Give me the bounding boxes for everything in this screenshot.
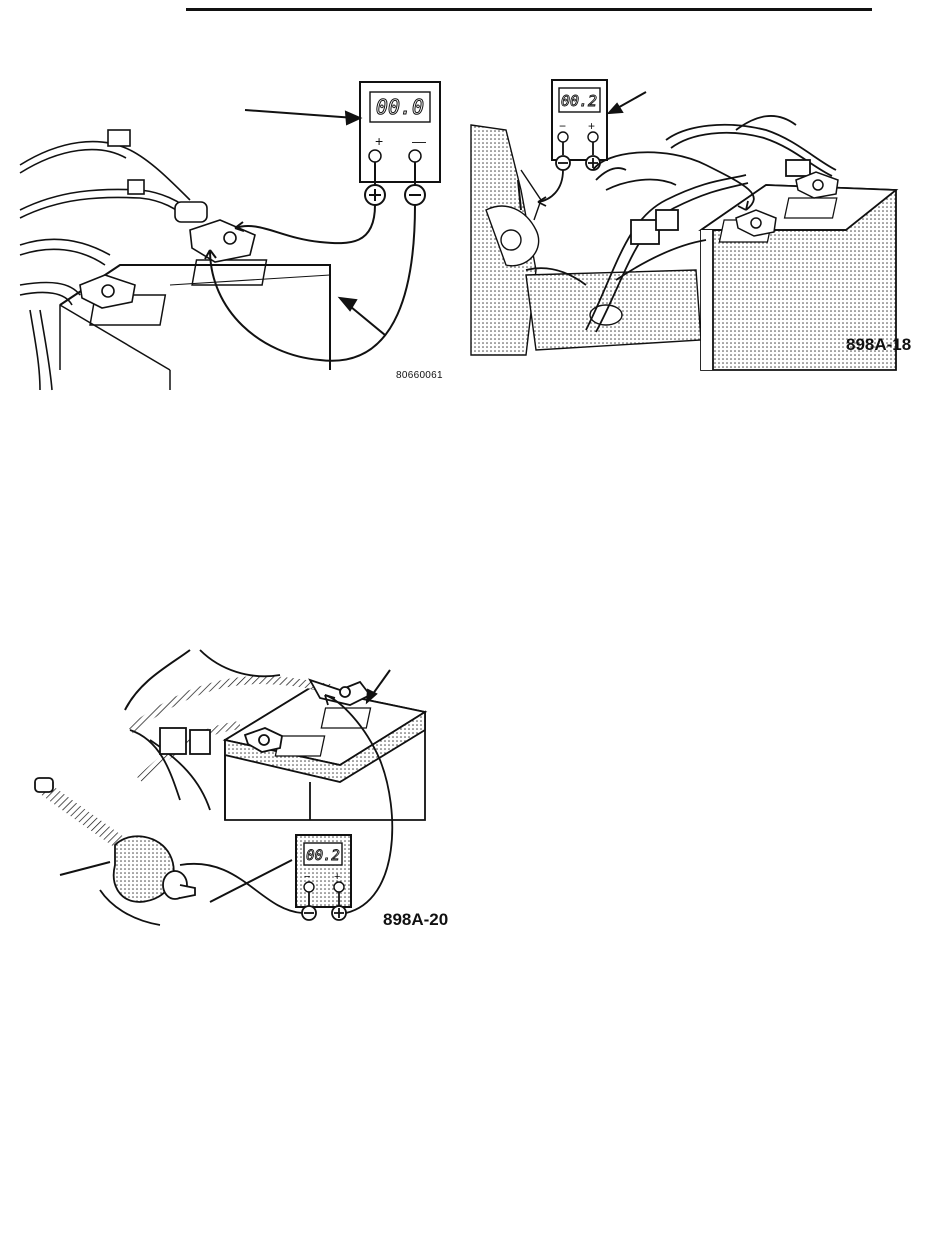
digital-multimeter: 00.2 − + <box>552 80 607 160</box>
meter-negative-mark: − <box>559 119 566 133</box>
figure-starter-feed-test: 00.2 − + <box>20 640 450 940</box>
figure-label: 898A-20 <box>383 910 448 930</box>
figure-label: 80660061 <box>396 370 443 381</box>
callout-arrows <box>609 92 646 113</box>
meter-positive-mark: + <box>375 133 383 149</box>
battery-illustration <box>225 688 425 820</box>
meter-reading: 00.2 <box>561 92 597 110</box>
digital-multimeter: 00.0 + — <box>360 82 440 182</box>
figure-battery-voltage-test: 00.0 + — <box>20 70 450 390</box>
meter-negative-mark: − <box>304 871 310 883</box>
figure-label: 898A-18 <box>846 335 911 355</box>
meter-negative-mark: — <box>412 133 426 149</box>
starter-motor-illustration <box>35 778 195 925</box>
figure-ground-circuit-test: 00.2 − + <box>466 70 920 370</box>
wiring-harness <box>20 130 207 390</box>
meter-reading: 00.2 <box>306 848 340 864</box>
digital-multimeter: 00.2 − + <box>296 835 351 907</box>
meter-positive-mark: + <box>334 871 340 883</box>
meter-positive-mark: + <box>588 119 595 133</box>
header-rule <box>186 8 872 11</box>
test-leads <box>205 162 425 361</box>
meter-reading: 00.0 <box>376 95 424 119</box>
